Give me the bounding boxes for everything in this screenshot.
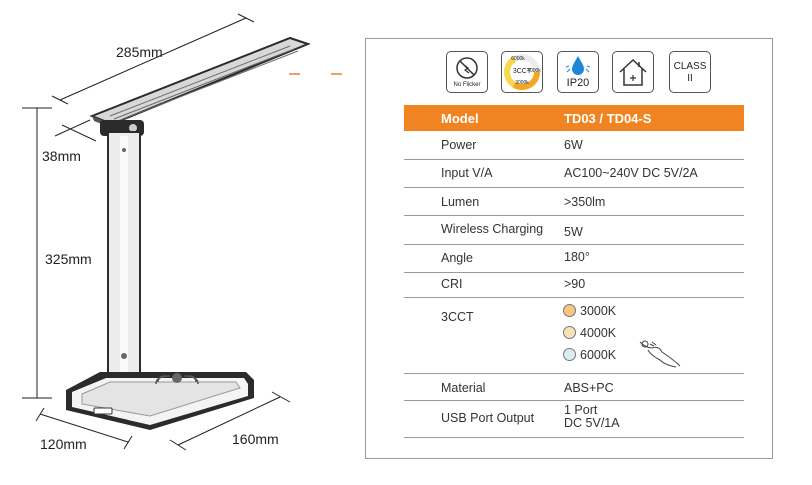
spec-value: 1 Port <box>564 403 598 417</box>
spec-value: AC100~240V DC 5V/2A <box>564 166 698 180</box>
arm-length-label: 285mm <box>116 44 163 60</box>
cct-3000-label: 3000k <box>515 80 529 86</box>
spec-row-material: Material ABS+PC <box>404 374 744 401</box>
spec-row-cri: CRI >90 <box>404 273 744 298</box>
spec-label: Angle <box>441 251 473 265</box>
header-label: Model <box>441 111 479 126</box>
spec-value: 5W <box>564 225 583 239</box>
spec-value: 6W <box>564 138 583 152</box>
no-flicker-badge: No Flicker <box>446 51 488 93</box>
spec-label: Wireless Charging <box>441 222 544 236</box>
height-label: 325mm <box>45 251 92 267</box>
base-depth-label: 160mm <box>232 431 279 447</box>
spec-label: Input V/A <box>441 166 493 180</box>
no-flicker-label: No Flicker <box>453 82 481 88</box>
no-flicker-icon <box>456 57 478 79</box>
class-line2: II <box>687 73 693 84</box>
house-icon <box>619 58 647 86</box>
cct-center-label: 3CCT <box>512 68 532 75</box>
head-thickness-label: 38mm <box>42 148 81 164</box>
cct-dot-icon <box>563 304 576 317</box>
cct-badge: 6000k 3CCT 3000k 4000k <box>501 51 543 93</box>
lamp-diagram <box>22 13 342 451</box>
spec-value: ABS+PC <box>564 381 614 395</box>
spec-label: 3CCT <box>441 310 474 324</box>
class-line1: CLASS <box>673 61 707 72</box>
spec-row-angle: Angle 180° <box>404 245 744 273</box>
touch-hand-icon <box>639 340 681 368</box>
cct-option-label: 6000K <box>580 348 617 362</box>
cct-ring-icon <box>504 54 540 90</box>
cct-4000-label: 4000k <box>527 68 541 74</box>
cct-option: 4000K <box>563 326 617 340</box>
base-width-label: 120mm <box>40 436 87 452</box>
spec-row-power: Power 6W <box>404 132 744 160</box>
spec-value-line2: DC 5V/1A <box>564 416 620 430</box>
indoor-badge <box>612 51 654 93</box>
spec-row-usb: USB Port Output 1 Port DC 5V/1A <box>404 401 744 438</box>
water-drop-icon <box>565 56 591 75</box>
header-value: TD03 / TD04-S <box>564 111 652 126</box>
ip-rating-label: IP20 <box>566 77 590 89</box>
cct-dot-icon <box>563 326 576 339</box>
spec-label: USB Port Output <box>441 411 535 425</box>
spec-label: Power <box>441 138 477 152</box>
spec-panel: No Flicker 6000k 3CCT 3000k 4000k IP20 <box>365 38 773 459</box>
spec-row-input: Input V/A AC100~240V DC 5V/2A <box>404 160 744 188</box>
cct-6000-label: 6000k <box>511 56 525 62</box>
spec-table-header: Model TD03 / TD04-S <box>404 105 744 131</box>
spec-value: >350lm <box>564 195 606 209</box>
spec-row-lumen: Lumen >350lm <box>404 188 744 216</box>
ip-badge: IP20 <box>557 51 599 93</box>
spec-row-wireless: Wireless Charging 5W <box>404 216 744 245</box>
spec-label: CRI <box>441 277 463 291</box>
cct-option: 3000K <box>563 304 617 318</box>
spec-row-cct: 3CCT 3000K 4000K 6000K <box>404 298 744 374</box>
spec-label: Material <box>441 381 486 395</box>
spec-label: Lumen <box>441 195 480 209</box>
spec-value: 180° <box>564 250 590 264</box>
cct-option-label: 4000K <box>580 326 617 340</box>
cct-option: 6000K <box>563 348 617 362</box>
cct-option-label: 3000K <box>580 304 617 318</box>
spec-value: >90 <box>564 277 586 291</box>
cct-dot-icon <box>563 348 576 361</box>
class-badge: CLASS II <box>669 51 711 93</box>
